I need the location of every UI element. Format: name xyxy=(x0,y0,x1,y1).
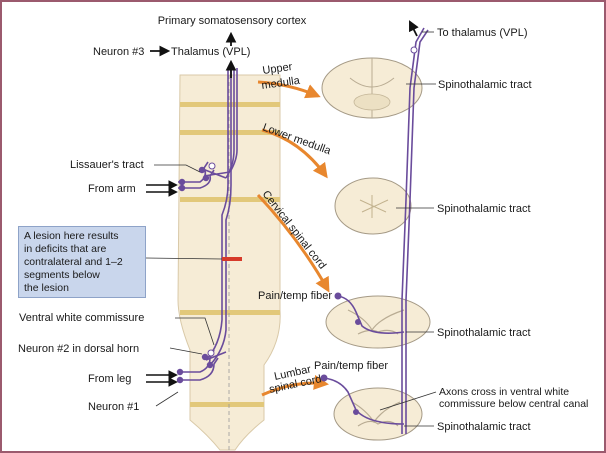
cord-band xyxy=(180,310,280,315)
label-neuron2: Neuron #2 in dorsal horn xyxy=(18,343,139,355)
label-spinothalamic-4: Spinothalamic tract xyxy=(437,421,531,433)
note-line: A lesion here results xyxy=(24,230,140,243)
cross-section-cervical xyxy=(326,296,430,348)
note-line: contralateral and 1–2 xyxy=(24,256,140,269)
label-lissauer: Lissauer's tract xyxy=(70,159,144,171)
label-from-leg: From leg xyxy=(88,373,131,385)
label-upper-medulla: Upper xyxy=(262,61,294,77)
fiber-cell-body xyxy=(353,409,359,415)
synapse-marker xyxy=(411,47,417,53)
label-pain-temp-1: Pain/temp fiber xyxy=(258,290,332,302)
note-line: in deficits that are xyxy=(24,243,140,256)
label-from-arm: From arm xyxy=(88,183,136,195)
note-line: the lesion xyxy=(24,282,140,295)
label-cortex: Primary somatosensory cortex xyxy=(158,15,307,27)
label-axons-cross-2: commissure below central canal xyxy=(439,398,588,410)
label-spinothalamic-1: Spinothalamic tract xyxy=(438,79,532,91)
label-spinothalamic-2: Spinothalamic tract xyxy=(437,203,531,215)
label-axons-cross: Axons cross in ventral white xyxy=(439,386,569,398)
label-spinothalamic-3: Spinothalamic tract xyxy=(437,327,531,339)
label-thalamus: Thalamus (VPL) xyxy=(171,46,250,58)
fiber-cell-body xyxy=(355,319,361,325)
cross-section-lumbar xyxy=(334,388,422,440)
note-line: segments below xyxy=(24,269,140,282)
cross-section-upper-medulla xyxy=(322,58,422,118)
cord-band xyxy=(180,102,280,107)
label-pain-temp-2: Pain/temp fiber xyxy=(314,360,388,372)
synapse-marker xyxy=(208,350,214,356)
to-thalamus-arrow xyxy=(410,22,417,36)
synapse-marker xyxy=(209,163,215,169)
cord-band xyxy=(190,402,264,407)
label-neuron3: Neuron #3 xyxy=(93,46,144,58)
label-neuron1: Neuron #1 xyxy=(88,401,139,413)
label-ventral-commissure: Ventral white commissure xyxy=(19,312,144,324)
label-to-thalamus: To thalamus (VPL) xyxy=(437,27,527,39)
lesion-note-box: A lesion here results in deficits that a… xyxy=(18,226,146,298)
cross-section-lower-medulla xyxy=(335,178,411,234)
fiber-cell-body xyxy=(335,293,342,300)
lesion-mark xyxy=(222,257,242,261)
